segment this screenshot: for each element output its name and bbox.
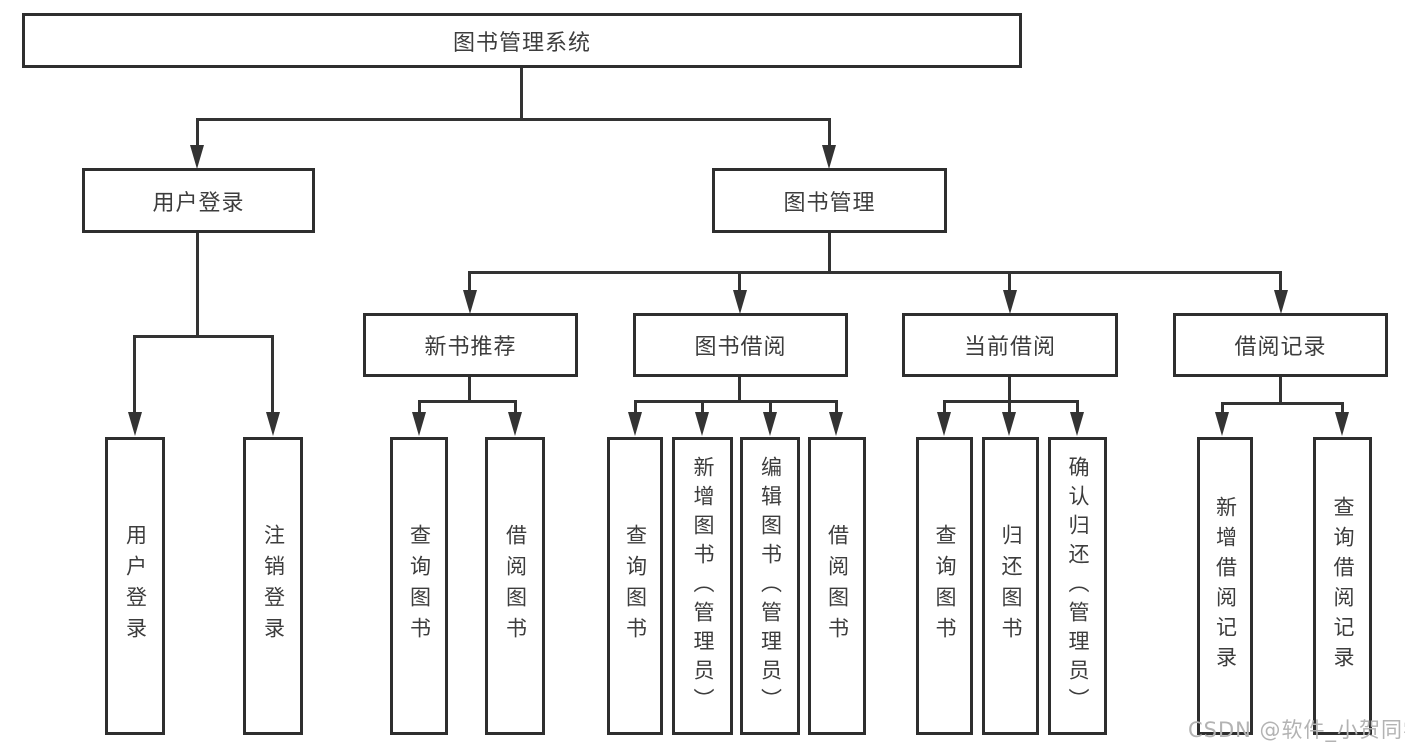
node-book-management: 图书管理	[712, 168, 947, 233]
arrow-down-icon	[1335, 412, 1349, 436]
edge-drop	[769, 400, 772, 414]
arrow-down-icon	[937, 412, 951, 436]
edge-drop	[634, 400, 637, 414]
arrow-down-icon	[1070, 412, 1084, 436]
edge-new-books-stem	[468, 377, 471, 403]
arrow-down-icon	[1274, 290, 1288, 314]
edge-drop	[514, 400, 517, 414]
leaf-return-books: 归还图书	[982, 437, 1039, 735]
edge-borrow-records-rail	[1221, 402, 1344, 405]
edge-current-borrow-stem	[1008, 377, 1011, 403]
node-borrowing-records: 借阅记录	[1173, 313, 1388, 377]
leaf-query-books-recommend: 查询图书	[390, 437, 448, 735]
leaf-borrow-books: 借阅图书	[808, 437, 866, 735]
node-library-management-system: 图书管理系统	[22, 13, 1022, 68]
edge-book-borrow-stem	[738, 377, 741, 403]
edge-drop	[1008, 400, 1011, 414]
edge-drop	[701, 400, 704, 414]
edge-drop	[943, 400, 946, 414]
arrow-down-icon	[128, 412, 142, 436]
edge-drop	[835, 400, 838, 414]
arrow-down-icon	[463, 290, 477, 314]
arrow-down-icon	[412, 412, 426, 436]
node-book-borrowing: 图书借阅	[633, 313, 848, 377]
edge-drop-borrow-records	[1279, 271, 1282, 292]
node-current-borrowing: 当前借阅	[902, 313, 1118, 377]
edge-drop-book-management	[828, 118, 831, 150]
edge-book-borrow-rail	[634, 400, 838, 403]
edge-root-stem	[520, 68, 523, 119]
edge-current-borrow-rail	[943, 400, 1079, 403]
arrow-down-icon	[1003, 290, 1017, 314]
edge-drop	[1341, 402, 1344, 414]
arrow-down-icon	[1002, 412, 1016, 436]
node-user-login: 用户登录	[82, 168, 315, 233]
leaf-query-books-borrow: 查询图书	[607, 437, 663, 735]
leaf-add-borrow-record: 新增借阅记录	[1197, 437, 1253, 735]
leaf-logout-login: 注销登录	[243, 437, 303, 735]
edge-drop-user-login	[196, 118, 199, 150]
edge-drop-current-borrow	[1008, 271, 1011, 292]
edge-drop	[1076, 400, 1079, 414]
edge-book-management-rail	[468, 271, 1281, 274]
csdn-watermark: CSDN @软件_小贺同学	[1188, 718, 1405, 742]
node-new-book-recommendation: 新书推荐	[363, 313, 578, 377]
arrow-down-icon	[763, 412, 777, 436]
arrow-down-icon	[829, 412, 843, 436]
edge-drop-new-books	[468, 271, 471, 292]
leaf-edit-books-admin: 编辑图书（管理员）	[740, 437, 800, 735]
edge-root-rail	[196, 118, 831, 121]
leaf-query-books-current: 查询图书	[916, 437, 973, 735]
edge-user-login-rail	[133, 335, 274, 338]
arrow-down-icon	[508, 412, 522, 436]
leaf-user-login: 用户登录	[105, 437, 165, 735]
edge-user-login-stem	[196, 233, 199, 336]
edge-drop-book-borrow	[738, 271, 741, 292]
leaf-borrow-books-recommend: 借阅图书	[485, 437, 545, 735]
leaf-query-borrow-record: 查询借阅记录	[1313, 437, 1372, 735]
arrow-down-icon	[822, 145, 836, 169]
arrow-down-icon	[190, 145, 204, 169]
edge-drop	[1221, 402, 1224, 414]
arrow-down-icon	[695, 412, 709, 436]
edge-drop	[418, 400, 421, 414]
leaf-confirm-return-admin: 确认归还（管理员）	[1048, 437, 1107, 735]
edge-drop-leaf-logout	[271, 335, 274, 413]
edge-book-management-stem	[828, 233, 831, 274]
edge-borrow-records-stem	[1279, 377, 1282, 405]
arrow-down-icon	[733, 290, 747, 314]
arrow-down-icon	[266, 412, 280, 436]
edge-drop-leaf-user-login	[133, 335, 136, 413]
arrow-down-icon	[1215, 412, 1229, 436]
arrow-down-icon	[628, 412, 642, 436]
leaf-add-books-admin: 新增图书（管理员）	[672, 437, 733, 735]
edge-new-books-rail	[418, 400, 517, 403]
